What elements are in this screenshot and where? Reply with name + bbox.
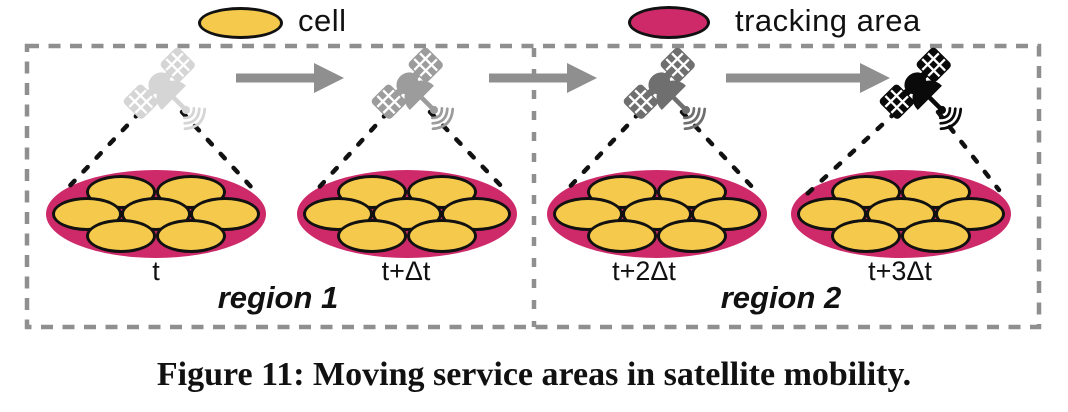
cell-legend-label: cell (298, 3, 347, 38)
tracking-area-t (46, 170, 266, 258)
cell-ellipse (407, 219, 477, 253)
time-label-t: t (152, 256, 160, 286)
cell-ellipse (86, 219, 156, 253)
arrow-right-icon (489, 63, 597, 93)
tracking-area-t-plus-2dt (547, 170, 767, 258)
beam-line (427, 109, 508, 193)
beam-line (310, 109, 391, 197)
region-1-label: region 1 (217, 280, 339, 315)
tracking-area-t-plus-dt (297, 170, 517, 258)
time-label-t-plus-2dt: t+2Δt (612, 256, 676, 286)
cell-ellipse (901, 219, 971, 253)
tracking-area-legend-label: tracking area (735, 3, 921, 38)
beam-line (935, 109, 1002, 193)
cell-ellipse (831, 219, 901, 253)
cell-legend-swatch (198, 7, 283, 39)
beam-line (179, 109, 257, 193)
satellite-icon (621, 45, 710, 134)
beam-line (59, 109, 143, 197)
tracking-area-t-plus-3dt (791, 170, 1011, 258)
satellite-icon (877, 45, 966, 134)
cell-ellipse (337, 219, 407, 253)
region-2-label: region 2 (720, 280, 842, 315)
tracking-area-legend-swatch (628, 6, 710, 39)
cell-ellipse (190, 197, 260, 231)
beam-lines (59, 109, 1002, 197)
cell-ellipse (657, 219, 727, 253)
beam-line (560, 109, 643, 197)
satellite-icon (369, 45, 458, 134)
cell-ellipse (935, 197, 1005, 231)
figure-caption: Figure 11: Moving service areas in satel… (156, 356, 912, 393)
beam-line (679, 109, 758, 193)
cell-ellipse (156, 219, 226, 253)
arrow-right-icon (236, 63, 344, 93)
dashed-frame (24, 43, 1042, 330)
beam-line (804, 109, 899, 197)
satellite-icon (121, 45, 210, 134)
time-label-t-plus-3dt: t+3Δt (868, 256, 932, 286)
cell-ellipse (587, 219, 657, 253)
arrow-right-icon (726, 63, 890, 93)
time-label-t-plus-dt: t+Δt (381, 256, 431, 286)
